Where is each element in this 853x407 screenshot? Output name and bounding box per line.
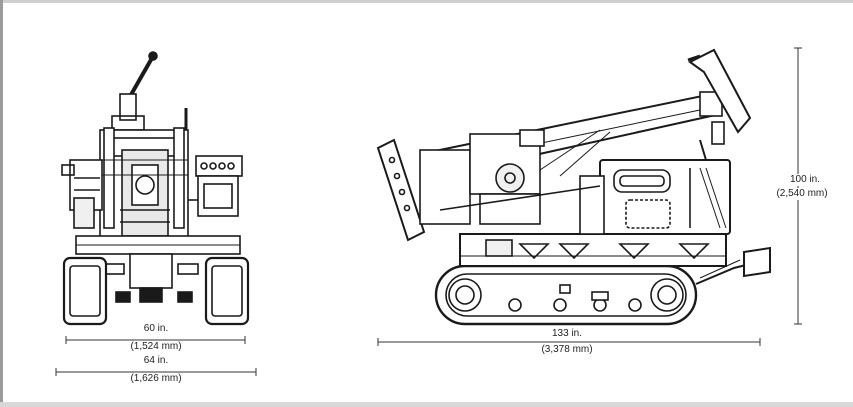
side-drill-head [687, 48, 752, 161]
side-track [434, 264, 698, 326]
side-chassis [459, 233, 727, 267]
front-tracks [62, 256, 250, 326]
front-control-box [188, 155, 243, 217]
dim-label-64in: 64 in. [113, 355, 199, 367]
dim-60in-metric: (1,524 mm) [130, 341, 182, 352]
dim-100in-metric: (2,540 mm) [776, 188, 828, 199]
dim-label-60in-metric: (1,524 mm) [113, 341, 199, 353]
dimension-lines [55, 47, 802, 376]
frame-border-bottom [0, 402, 853, 407]
dim-64in-metric: (1,626 mm) [130, 373, 182, 384]
front-view [61, 51, 250, 326]
dim-label-64in-metric: (1,626 mm) [113, 373, 199, 385]
frame-border-left [0, 0, 3, 407]
dim-60in-imperial: 60 in. [143, 323, 169, 334]
side-engine-housing [579, 159, 731, 235]
dim-133in-metric: (3,378 mm) [541, 344, 593, 355]
dim-100in-imperial: 100 in. [789, 174, 821, 185]
front-left-valves [61, 159, 103, 229]
dim-label-133in: 133 in. [524, 328, 610, 340]
front-lower-frame [75, 235, 241, 303]
side-rear-stabilizer [695, 246, 771, 285]
front-main-body [99, 127, 189, 241]
dim-label-60in: 60 in. [113, 323, 199, 335]
side-view [376, 48, 771, 326]
dim-64in-imperial: 64 in. [143, 355, 169, 366]
dim-label-100in-metric: (2,540 mm) [766, 188, 838, 200]
side-vise-assembly [376, 129, 601, 242]
dim-label-133in-metric: (3,378 mm) [524, 344, 610, 356]
dim-label-100in: 100 in. [772, 174, 838, 186]
frame-border-top [0, 0, 853, 3]
dim-133in-imperial: 133 in. [551, 328, 583, 339]
